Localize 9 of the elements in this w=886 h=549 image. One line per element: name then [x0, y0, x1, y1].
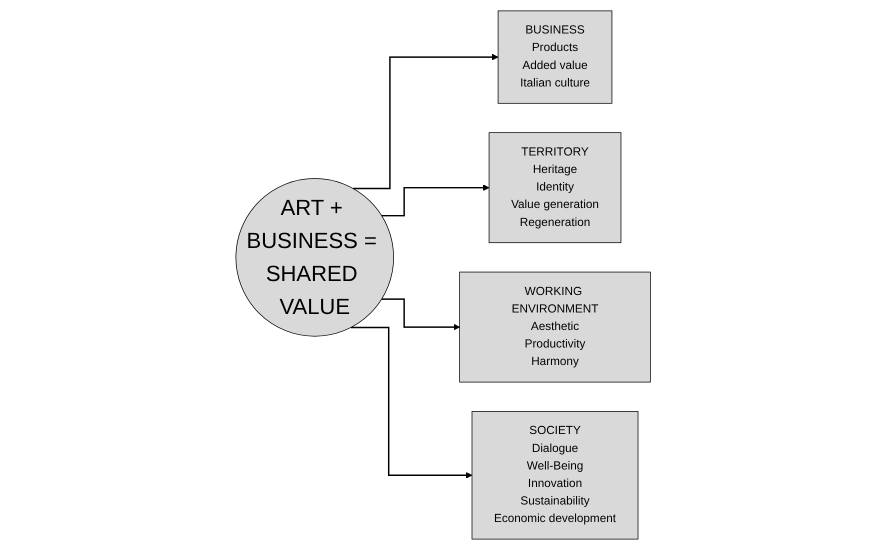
arrow [350, 326, 472, 478]
node-circle: ART + BUSINESS = SHARED VALUE [235, 178, 394, 336]
node-box: BUSINESS Products Added value Italian culture [498, 10, 612, 104]
arrow [382, 184, 490, 216]
arrow [353, 53, 498, 189]
node-box: SOCIETY Dialogue Well-Being Innovation Sustainability Economic development [472, 410, 638, 539]
node-box: WORKING ENVIRONMENT Aesthetic Productivity Harmony [459, 271, 651, 382]
node-box: TERRITORY Heritage Identity Value generation Regeneration [488, 132, 622, 243]
arrow [382, 298, 460, 330]
